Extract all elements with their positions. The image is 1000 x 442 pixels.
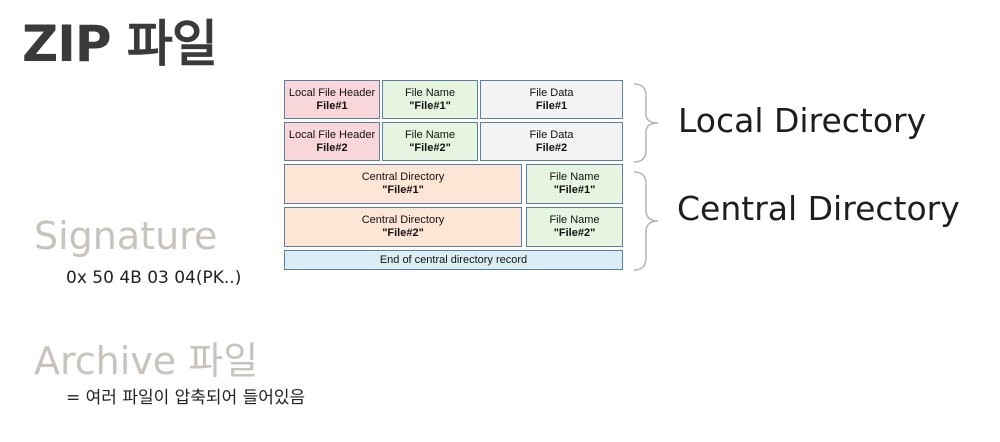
signature-heading: Signature xyxy=(34,214,218,258)
box-label: File Name xyxy=(404,86,456,99)
file-data-1: File Data File#1 xyxy=(480,80,623,119)
central-directory-2: Central Directory "File#2" xyxy=(284,207,522,247)
central-directory-brace xyxy=(633,171,659,271)
box-value: File#2 xyxy=(535,141,568,154)
end-of-central-directory-record: End of central directory record xyxy=(284,250,623,270)
central-file-name-1: File Name "File#1" xyxy=(526,164,623,204)
box-label: Central Directory xyxy=(361,214,445,226)
local-directory-label: Local Directory xyxy=(678,101,927,140)
file-name-2: File Name "File#2" xyxy=(382,122,478,161)
page-title: ZIP 파일 xyxy=(22,15,218,73)
box-label: Local File Header xyxy=(288,86,376,99)
central-directory-label: Central Directory xyxy=(677,189,960,228)
central-directory-1: Central Directory "File#1" xyxy=(284,164,522,204)
box-value: "File#1" xyxy=(553,184,596,196)
box-value: "File#1" xyxy=(409,99,451,112)
file-name-1: File Name "File#1" xyxy=(382,80,478,119)
box-label: Local File Header xyxy=(288,128,376,141)
file-data-2: File Data File#2 xyxy=(480,122,623,161)
archive-description: = 여러 파일이 압축되어 들어있음 xyxy=(66,388,306,408)
box-label: End of central directory record xyxy=(379,253,528,266)
box-label: File Data xyxy=(529,86,574,99)
box-value: "File#1" xyxy=(382,184,424,196)
archive-heading: Archive 파일 xyxy=(34,339,259,383)
box-label: File Data xyxy=(529,128,574,141)
box-label: Central Directory xyxy=(361,171,445,183)
box-value: "File#2" xyxy=(553,227,596,239)
box-label: File Name xyxy=(549,171,600,183)
box-value: File#2 xyxy=(316,141,348,154)
local-file-header-1: Local File Header File#1 xyxy=(284,80,380,119)
box-label: File Name xyxy=(549,214,600,226)
box-value: "File#2" xyxy=(409,141,451,154)
box-label: File Name xyxy=(404,128,456,141)
local-file-header-2: Local File Header File#2 xyxy=(284,122,380,161)
box-value: File#1 xyxy=(535,99,568,112)
local-directory-brace xyxy=(633,83,659,163)
central-file-name-2: File Name "File#2" xyxy=(526,207,623,247)
signature-value: 0x 50 4B 03 04(PK..) xyxy=(66,268,242,288)
box-value: File#1 xyxy=(316,99,348,112)
box-value: "File#2" xyxy=(382,227,424,239)
